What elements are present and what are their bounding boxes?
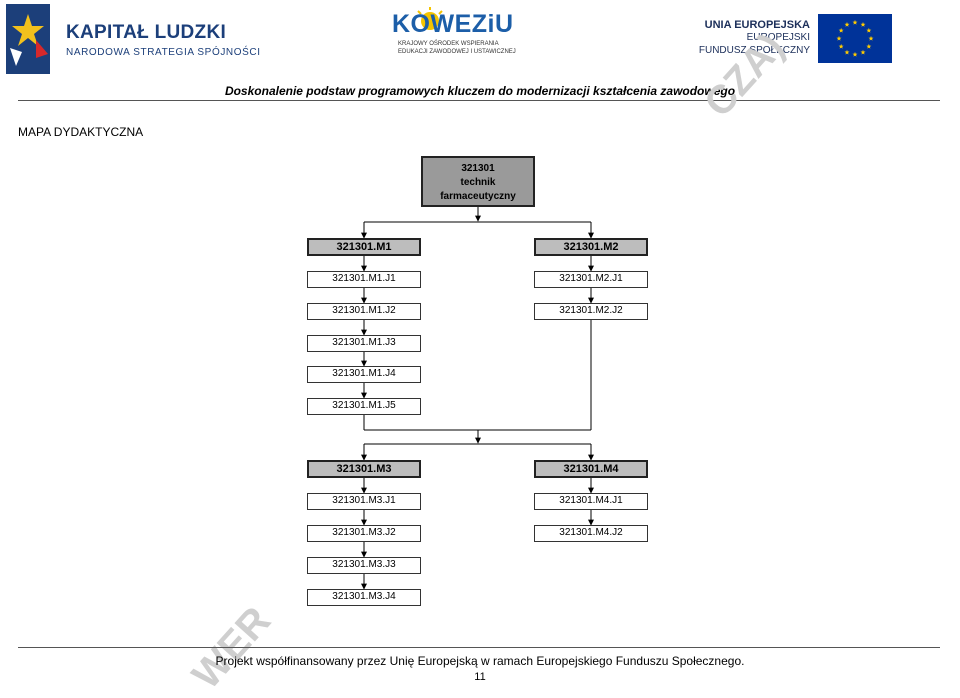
- footer-divider: [18, 647, 940, 648]
- unit-node-m4-j1: 321301.M4.J1: [534, 493, 648, 510]
- unit-node-m4-j2: 321301.M4.J2: [534, 525, 648, 542]
- ue-text-line2: EUROPEJSKI: [746, 32, 810, 43]
- ue-text-line1: UNIA EUROPEJSKA: [704, 19, 810, 31]
- document-subtitle: Doskonalenie podstaw programowych klucze…: [224, 84, 736, 98]
- eu-star-icon: [844, 22, 850, 27]
- eu-star-icon: [860, 49, 866, 55]
- unit-node-m1-j4: 321301.M1.J4: [307, 366, 421, 383]
- root-node: 321301 technik farmaceutyczny: [421, 156, 535, 207]
- eu-star-icon: [866, 27, 872, 33]
- unit-node-m2-j2: 321301.M2.J2: [534, 303, 648, 320]
- unit-node-m1-j2: 321301.M1.J2: [307, 303, 421, 320]
- footer-text: Projekt współfinansowany przez Unię Euro…: [215, 654, 745, 668]
- unit-node-m3-j2: 321301.M3.J2: [307, 525, 421, 542]
- root-name-line2: farmaceutyczny: [440, 191, 516, 202]
- unit-node-m2-j1: 321301.M2.J1: [534, 271, 648, 288]
- eu-star-icon: [838, 43, 844, 49]
- koweziu-title: KOWEZiU: [392, 10, 514, 38]
- unit-node-m1-j3: 321301.M1.J3: [307, 335, 421, 352]
- section-title: MAPA DYDAKTYCZNA: [18, 125, 144, 139]
- ue-text-line3: FUNDUSZ SPOŁECZNY: [698, 45, 810, 56]
- root-name-line1: technik: [460, 177, 496, 188]
- unit-node-m3-j3: 321301.M3.J3: [307, 557, 421, 574]
- kapital-ludzki-title: KAPITAŁ LUDZKI: [66, 22, 227, 43]
- eu-star-icon: [836, 35, 842, 41]
- unit-node-m3-j4: 321301.M3.J4: [307, 589, 421, 606]
- kapital-ludzki-subtitle: NARODOWA STRATEGIA SPÓJNOŚCI: [66, 47, 261, 58]
- eu-star-icon: [838, 27, 844, 33]
- eu-star-icon: [844, 49, 850, 55]
- module-node-m2: 321301.M2: [534, 238, 648, 256]
- eu-star-icon: [852, 19, 858, 25]
- unit-node-m3-j1: 321301.M3.J1: [307, 493, 421, 510]
- kapital-ludzki-logo: [6, 4, 50, 74]
- module-node-m4: 321301.M4: [534, 460, 648, 478]
- root-code: 321301: [461, 163, 495, 174]
- unit-node-m1-j1: 321301.M1.J1: [307, 271, 421, 288]
- koweziu-logo: [417, 7, 443, 30]
- module-node-m1: 321301.M1: [307, 238, 421, 256]
- eu-flag-icon: [818, 14, 892, 63]
- page-number: 11: [474, 671, 486, 683]
- eu-star-icon: [866, 43, 872, 49]
- koweziu-subtitle-line1: KRAJOWY OŚRODEK WSPIERANIA: [398, 41, 499, 47]
- eu-star-icon: [860, 22, 866, 27]
- eu-star-icon: [868, 35, 874, 41]
- koweziu-subtitle-line2: EDUKACJI ZAWODOWEJ I USTAWICZNEJ: [398, 49, 516, 55]
- module-node-m3: 321301.M3: [307, 460, 421, 478]
- header-divider: [18, 100, 940, 101]
- unit-node-m1-j5: 321301.M1.J5: [307, 398, 421, 415]
- eu-star-icon: [852, 51, 858, 57]
